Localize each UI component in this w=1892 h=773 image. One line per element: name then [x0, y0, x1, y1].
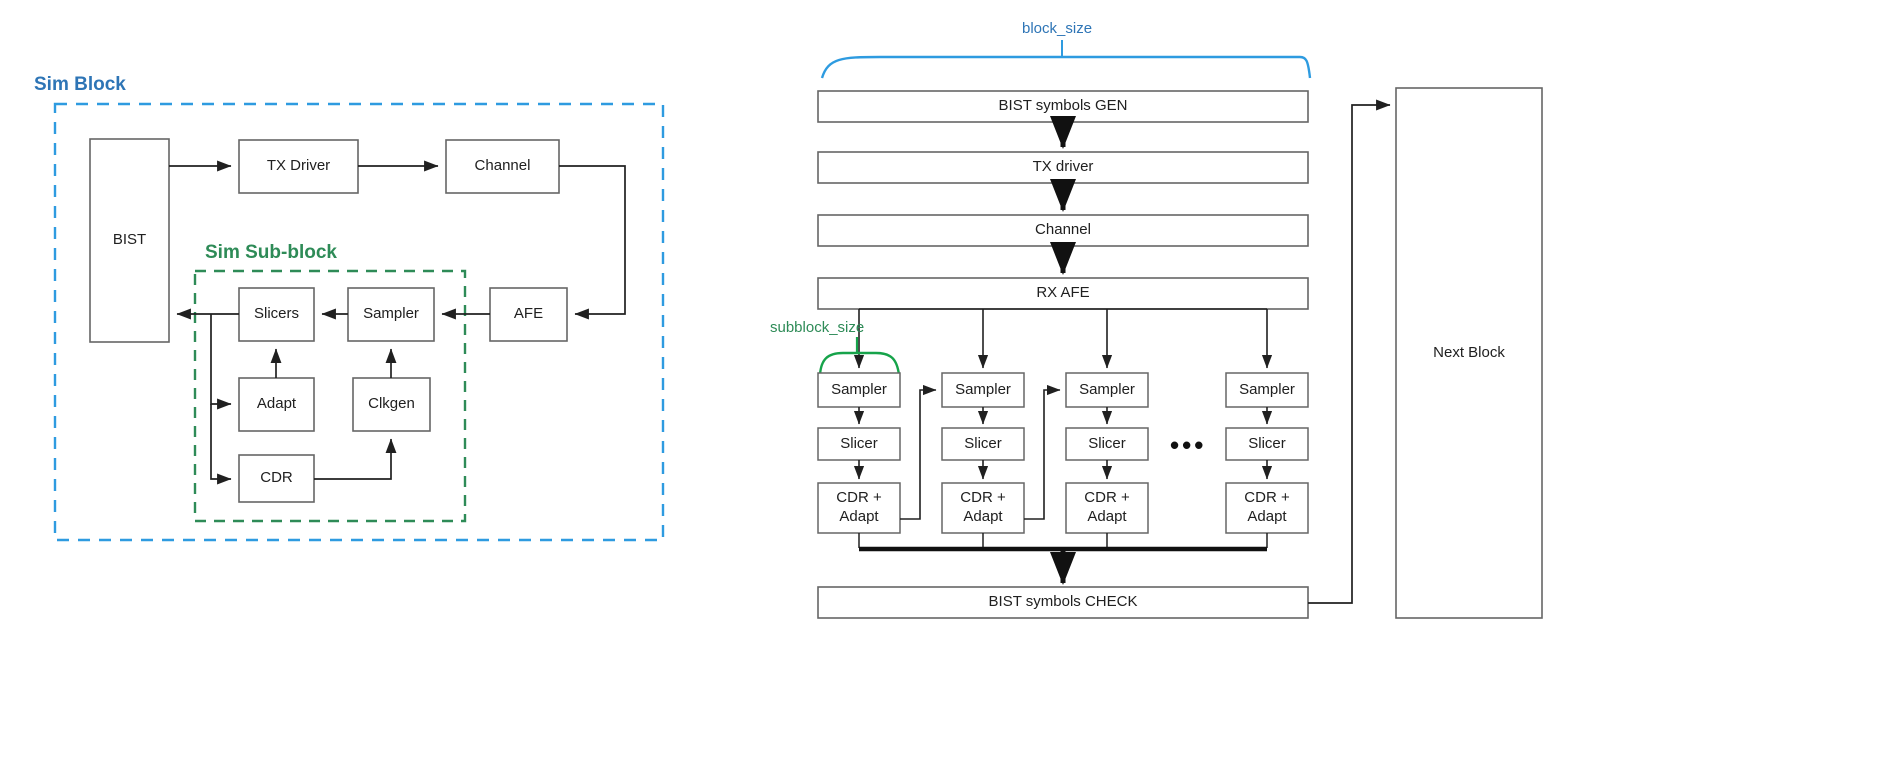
block-slicers[interactable]	[238, 287, 315, 342]
block-label-channel-right: Channel	[1035, 221, 1091, 239]
block-channel-right[interactable]	[817, 214, 1309, 247]
block-label-rx-afe: RX AFE	[1036, 284, 1090, 302]
block-label-sampler-2: Sampler	[1079, 380, 1135, 398]
block-sampler-0[interactable]	[817, 372, 901, 408]
block-slicer-1[interactable]	[941, 427, 1025, 461]
block-label-sampler-3: Sampler	[1239, 380, 1295, 398]
edge-channel-to-afe	[559, 165, 626, 320]
edge-check-to-next-block	[1308, 99, 1391, 604]
block-label-cdr-adapt-2: CDR + Adapt	[1084, 489, 1130, 525]
block-label-sampler: Sampler	[363, 305, 419, 323]
block-cdr-adapt-0[interactable]	[817, 482, 901, 534]
block-label-slicer-3: Slicer	[1248, 434, 1286, 452]
block-label-cdr-adapt-3: CDR + Adapt	[1244, 489, 1290, 525]
edge-cdr-to-clkgen	[314, 438, 397, 480]
block-bist[interactable]	[89, 138, 170, 343]
block-next-block[interactable]	[1395, 87, 1543, 619]
block-label-cdr-adapt-1: CDR + Adapt	[960, 489, 1006, 525]
block-slicer-0[interactable]	[817, 427, 901, 461]
edge-cdr1-to-sampler2	[1024, 384, 1061, 520]
sim-block-boundary	[53, 102, 665, 542]
block-label-slicer-2: Slicer	[1088, 434, 1126, 452]
block-adapt[interactable]	[238, 377, 315, 432]
block-label-bist-symbols-check: BIST symbols CHECK	[988, 593, 1138, 611]
block-rx-afe[interactable]	[817, 277, 1309, 310]
block-label-bist: BIST	[112, 231, 147, 249]
block-tx-driver-right[interactable]	[817, 151, 1309, 184]
block-sampler-1[interactable]	[941, 372, 1025, 408]
block-label-tx-driver-right: TX driver	[1032, 158, 1094, 176]
block-label-next-block: Next Block	[1433, 343, 1505, 361]
block-label-slicers: Slicers	[253, 305, 299, 323]
edge-cdr0-to-sampler1	[900, 384, 937, 520]
block-cdr-adapt-2[interactable]	[1065, 482, 1149, 534]
block-cdr[interactable]	[238, 454, 315, 503]
block-afe[interactable]	[489, 287, 568, 342]
block-sampler-2[interactable]	[1065, 372, 1149, 408]
block-label-cdr-adapt-0: CDR + Adapt	[836, 489, 882, 525]
block-label-cdr: CDR	[260, 469, 293, 487]
block-label-slicer-1: Slicer	[964, 434, 1002, 452]
block-label-slicer-0: Slicer	[840, 434, 878, 452]
block-label-channel: Channel	[474, 157, 531, 175]
block-sampler-3[interactable]	[1225, 372, 1309, 408]
block-label-afe: AFE	[513, 305, 544, 323]
block-label-adapt: Adapt	[256, 395, 297, 413]
block-label-clkgen: Clkgen	[368, 395, 415, 413]
columns-ellipsis: •••	[1170, 430, 1207, 460]
block-label-sampler-0: Sampler	[831, 380, 887, 398]
block-channel[interactable]	[445, 139, 560, 194]
block-label-bist-symbols-gen: BIST symbols GEN	[998, 97, 1128, 115]
block-label-tx-driver: TX Driver	[266, 157, 331, 175]
edge-slicers-tap-to-adapt	[210, 314, 232, 410]
block-cdr-adapt-3[interactable]	[1225, 482, 1309, 534]
sim-sub-block-boundary	[193, 269, 467, 523]
block-size-brace	[820, 55, 1312, 79]
block-label-sampler-1: Sampler	[955, 380, 1011, 398]
subblock-size-brace	[818, 351, 901, 376]
edge-slicers-tap-to-cdr	[210, 404, 232, 485]
